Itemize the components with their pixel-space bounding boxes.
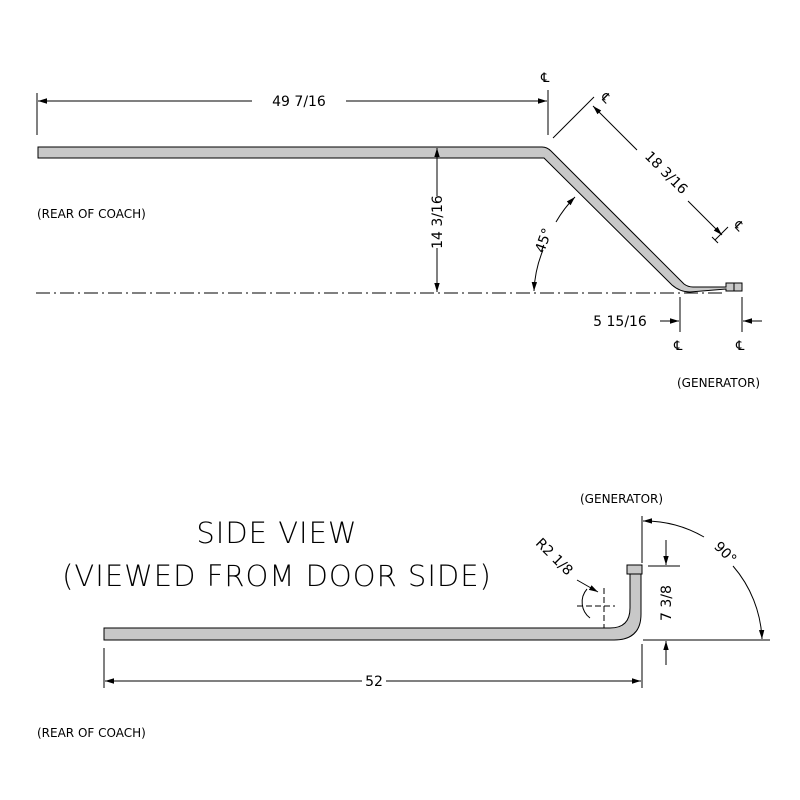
label-rear-side: (REAR OF COACH): [37, 726, 146, 740]
centerline-symbol-3: ℄: [729, 218, 747, 236]
dim-arrow-run-bottom: [687, 200, 723, 236]
centerline-symbol-2: ℄: [596, 90, 614, 108]
angle-arc-upper: [555, 196, 576, 223]
dim-height: 14 3/16: [430, 195, 446, 249]
side-view-title: SIDE VIEW: [196, 516, 357, 550]
label-rear-top: (REAR OF COACH): [37, 207, 146, 221]
dim-arrow-run-top: [592, 105, 638, 151]
dim-angle-run: 18 3/16: [641, 149, 690, 198]
side-view: SIDE VIEW (VIEWED FROM DOOR SIDE) (GENER…: [37, 492, 770, 740]
top-view: 49 7/16 ℄ 18 3/16 ℄ ℄ 14 3/16 45° 5 15/1…: [36, 71, 762, 390]
right-angle-arc-top: [642, 518, 705, 538]
label-generator-side: (GENERATOR): [580, 492, 663, 506]
angled-ext-line-top: [552, 96, 595, 139]
centerline-symbol-5: ℄: [735, 339, 745, 354]
centerline-symbol-4: ℄: [673, 339, 683, 354]
dim-radius: R2 1/8: [532, 535, 576, 579]
dim-angle: 45°: [532, 226, 556, 255]
radius-leader: [576, 579, 599, 593]
angle-arc-lower: [531, 249, 544, 292]
right-angle-arc-bottom: [732, 565, 765, 640]
bend-radius-arc: [581, 588, 591, 619]
dim-rise: 7 3/8: [659, 585, 675, 621]
dim-angle-side: 90°: [710, 539, 739, 568]
pipe-end-cap: [626, 564, 643, 575]
top-pipe: [37, 146, 743, 293]
label-generator-top: (GENERATOR): [677, 376, 760, 390]
dim-length-side: 52: [365, 674, 383, 690]
side-view-subtitle: (VIEWED FROM DOOR SIDE): [62, 559, 492, 593]
dim-offset: 5 15/16: [593, 314, 647, 330]
angled-ext-line-bottom-b: [714, 226, 729, 241]
centerline-symbol-1: ℄: [540, 71, 550, 86]
dim-length: 49 7/16: [272, 94, 326, 110]
